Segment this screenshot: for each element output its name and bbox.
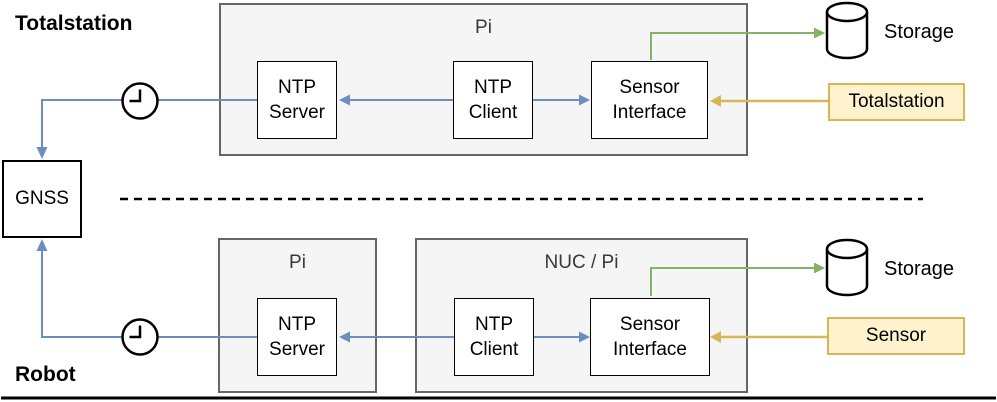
- section-label-robot: Robot: [15, 363, 76, 386]
- sensor-source-label: Sensor: [865, 325, 927, 347]
- top-clock-icon: [121, 82, 159, 120]
- bottom-ntp-server-node: NTP Server: [257, 298, 337, 376]
- bottom-storage-label: Storage: [884, 258, 955, 280]
- bottom-storage-database-cylinder-icon: [825, 238, 869, 297]
- section-label-totalstation: Totalstation: [15, 12, 133, 35]
- bottom-sensor-interface-label: Sensor Interface: [613, 313, 687, 360]
- top-pi-container-label: Pi: [475, 17, 492, 38]
- sensor-source-node: Sensor: [827, 317, 965, 355]
- totalstation-source-label: Totalstation: [848, 91, 945, 113]
- bottom-ntp-server-label: NTP Server: [269, 313, 325, 360]
- top-storage-label: Storage: [884, 21, 955, 43]
- bottom-pi-container-label: Pi: [289, 252, 306, 273]
- bottom-clock-icon: [121, 318, 159, 356]
- gnss-node: GNSS: [2, 160, 82, 238]
- top-sensor-interface-node: Sensor Interface: [591, 61, 708, 139]
- totalstation-source-node: Totalstation: [828, 83, 965, 121]
- bottom-ntp-client-node: NTP Client: [454, 298, 534, 376]
- top-ntp-client-label: NTP Client: [468, 76, 518, 123]
- bottom-ntp-client-label: NTP Client: [469, 313, 519, 360]
- bottom-sensor-interface-node: Sensor Interface: [590, 298, 710, 376]
- gnss-label: GNSS: [15, 188, 69, 210]
- top-storage-database-cylinder-icon: [825, 1, 869, 60]
- top-ntp-server-node: NTP Server: [257, 61, 337, 139]
- top-sensor-interface-label: Sensor Interface: [612, 76, 687, 123]
- top-ntp-server-label: NTP Server: [269, 76, 325, 123]
- bottom-nuc-pi-container-label: NUC / Pi: [544, 252, 619, 273]
- top-ntp-client-node: NTP Client: [453, 61, 533, 139]
